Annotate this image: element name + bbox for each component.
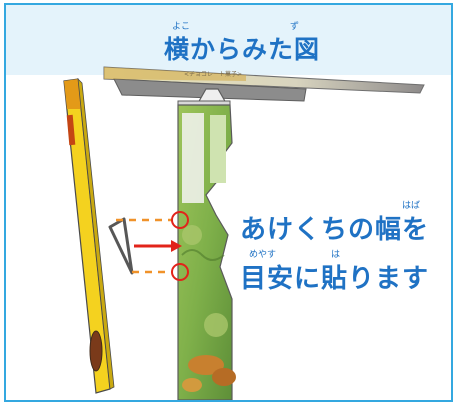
- opening-marker-upper: [171, 211, 189, 229]
- opening-marker-lower: [171, 263, 189, 281]
- hanger-connector: [177, 88, 231, 108]
- title-furigana-yoko: よこ: [172, 22, 191, 32]
- package-top-label: <チョコレート菓子>: [184, 70, 242, 78]
- header-band: [6, 5, 451, 75]
- side-view-diagram: <チョコレート菓子>: [63, 66, 425, 400]
- caption-furigana-meyasu: めやす: [249, 250, 277, 260]
- stand-board: [63, 77, 115, 394]
- caption-line-1: あけくちの幅を: [240, 215, 430, 245]
- diagram-frame: <チョコレート菓子>: [4, 3, 453, 402]
- triangle-support: [108, 217, 134, 275]
- caption-furigana-ha: は: [331, 250, 341, 260]
- page-title: 横からみた図: [164, 35, 321, 64]
- top-tray: [103, 66, 425, 102]
- caption-line-2: 目安に貼ります: [240, 264, 430, 294]
- caption-furigana-haba: はば: [402, 201, 421, 211]
- title-furigana-zu: ず: [290, 22, 300, 32]
- hanging-box: [177, 104, 236, 400]
- attach-arrow: [134, 240, 182, 252]
